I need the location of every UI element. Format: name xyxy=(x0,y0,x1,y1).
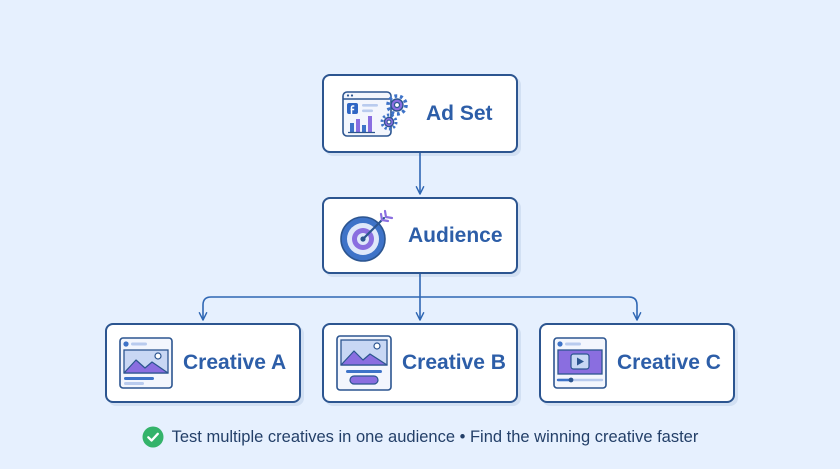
connector-to-creative-c xyxy=(420,296,642,321)
image-card-icon xyxy=(336,335,392,391)
audience-label: Audience xyxy=(408,223,503,247)
footer-text: Test multiple creatives in one audience … xyxy=(171,427,699,446)
image-ad-icon xyxy=(119,337,173,389)
creative-a-node: Creative A xyxy=(105,323,301,403)
target-icon xyxy=(340,209,394,262)
creative-b-node: Creative B xyxy=(322,323,518,403)
audience-node: Audience xyxy=(322,197,518,274)
footer-caption: Test multiple creatives in one audience … xyxy=(0,426,840,448)
ad-set-label: Ad Set xyxy=(426,101,493,125)
ads-manager-icon xyxy=(342,90,408,137)
creative-a-label: Creative A xyxy=(183,351,287,374)
creative-c-node: Creative C xyxy=(539,323,735,403)
connector-to-creative-a xyxy=(198,296,420,321)
creative-b-label: Creative B xyxy=(402,351,506,374)
video-ad-icon xyxy=(553,337,607,389)
ad-set-node: Ad Set xyxy=(322,74,518,153)
creative-c-label: Creative C xyxy=(617,351,721,374)
check-circle-icon xyxy=(142,426,164,448)
